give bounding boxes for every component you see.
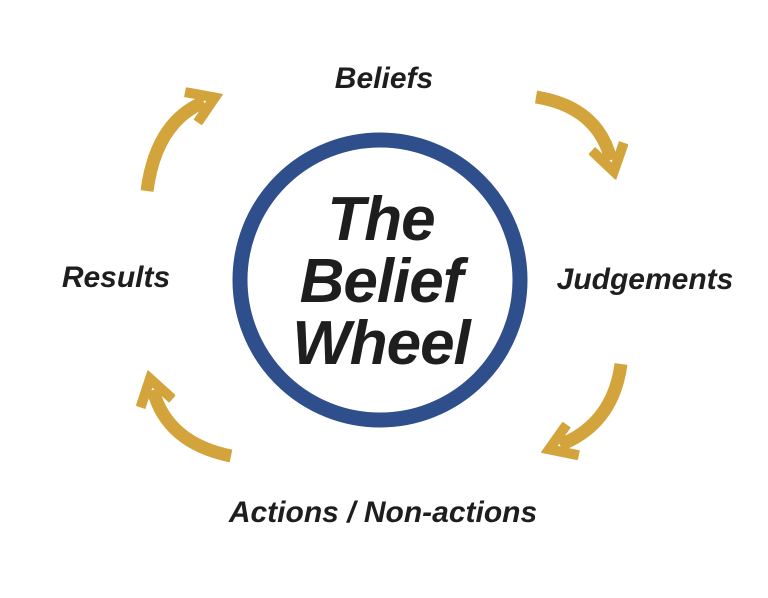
center-title: The Belief Wheel — [292, 185, 471, 378]
label-results: Results — [61, 261, 171, 294]
curved-arrow-actions-to-results-icon — [153, 390, 233, 463]
label-actions-non-actions: Actions / Non-actions — [228, 496, 538, 529]
curved-arrow-judgements-to-actions-icon — [560, 363, 628, 445]
label-beliefs: Beliefs — [334, 62, 434, 95]
label-judgements: Judgements — [556, 263, 734, 296]
curved-arrow-results-to-beliefs-icon — [140, 102, 204, 192]
curved-arrow-beliefs-to-judgements-icon — [534, 90, 611, 160]
wheel-ring — [232, 132, 528, 428]
